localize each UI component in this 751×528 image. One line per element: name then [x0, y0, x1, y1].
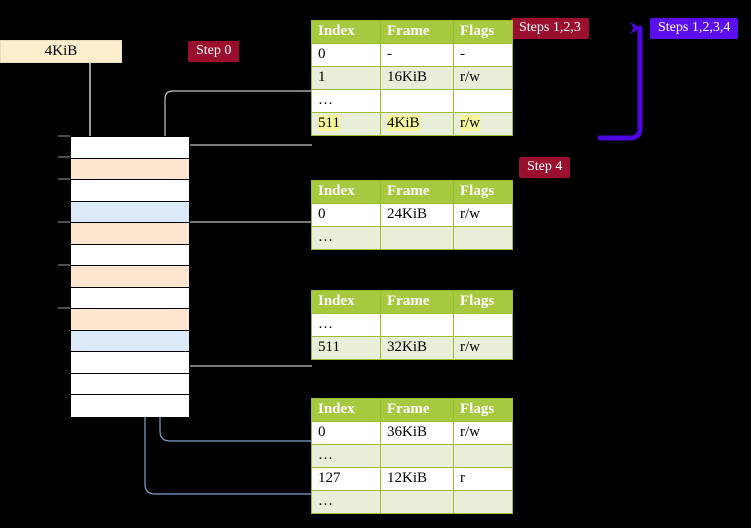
- cell-flags: [453, 444, 513, 468]
- cell-flags: r/w: [453, 421, 513, 445]
- cell-index: …: [311, 313, 381, 337]
- cell-frame: [380, 226, 454, 250]
- column-header-index: Index: [311, 398, 381, 422]
- cell-flags: r/w: [453, 112, 513, 136]
- cell-flags: -: [453, 43, 513, 67]
- highlighted-value: r/w: [460, 115, 480, 131]
- memory-tick-marks: [58, 135, 70, 309]
- cell-flags: [453, 226, 513, 250]
- memory-row: [71, 266, 189, 288]
- column-header-flags: Flags: [453, 398, 513, 422]
- highlighted-value: 511: [318, 115, 340, 131]
- badge-steps-1234: Steps 1,2,3,4: [650, 18, 739, 39]
- memory-row: [71, 180, 189, 202]
- column-header-flags: Flags: [453, 180, 513, 204]
- column-header-flags: Flags: [453, 290, 513, 314]
- cell-index: 0: [311, 43, 381, 67]
- cell-frame: [380, 313, 454, 337]
- badge-step-0: Step 0: [188, 41, 240, 62]
- wire-table3-row511-to-memory: [173, 314, 312, 367]
- cell-frame: [380, 490, 454, 514]
- cell-frame: 24KiB: [380, 203, 454, 227]
- memory-size-label: 4KiB: [0, 40, 122, 63]
- cell-index: 127: [311, 467, 381, 491]
- table-row: …: [311, 89, 513, 113]
- memory-row: [71, 373, 189, 395]
- cell-flags: r: [453, 467, 513, 491]
- cell-index: 1: [311, 66, 381, 90]
- memory-row: [71, 330, 189, 352]
- cell-index: …: [311, 89, 381, 113]
- cell-flags: [453, 490, 513, 514]
- cell-index: 511: [311, 112, 381, 136]
- memory-row: [71, 395, 189, 417]
- column-header-index: Index: [311, 180, 381, 204]
- column-header-frame: Frame: [380, 398, 454, 422]
- cell-index: …: [311, 226, 381, 250]
- cell-frame: 16KiB: [380, 66, 454, 90]
- cell-flags: r/w: [453, 203, 513, 227]
- column-header-frame: Frame: [380, 20, 454, 44]
- memory-row: [71, 244, 189, 266]
- cell-frame: [380, 89, 454, 113]
- cell-flags: [453, 89, 513, 113]
- memory-row: [71, 352, 189, 374]
- column-header-index: Index: [311, 290, 381, 314]
- table-row: …: [311, 226, 513, 250]
- column-header-frame: Frame: [380, 180, 454, 204]
- table-row: …: [311, 490, 513, 514]
- column-header-frame: Frame: [380, 290, 454, 314]
- cell-index: …: [311, 444, 381, 468]
- column-header-flags: Flags: [453, 20, 513, 44]
- memory-row: [71, 287, 189, 309]
- badge-step-4: Step 4: [519, 157, 571, 178]
- column-header-index: Index: [311, 20, 381, 44]
- cell-frame: 12KiB: [380, 467, 454, 491]
- cell-frame: 4KiB: [380, 112, 454, 136]
- cell-flags: r/w: [453, 66, 513, 90]
- cell-index: 0: [311, 421, 381, 445]
- cell-frame: 36KiB: [380, 421, 454, 445]
- highlighted-value: 4KiB: [387, 115, 420, 131]
- memory-row: [71, 201, 189, 223]
- cell-index: …: [311, 490, 381, 514]
- cell-frame: -: [380, 43, 454, 67]
- wire-table2-row0-to-memory: [179, 221, 312, 256]
- cell-index: 511: [311, 336, 381, 360]
- memory-row: [71, 309, 189, 331]
- memory-row: [71, 137, 189, 159]
- physical-memory-column: [70, 136, 190, 417]
- table-row: 0--: [311, 43, 513, 67]
- cell-frame: 32KiB: [380, 336, 454, 360]
- memory-row: [71, 223, 189, 245]
- cell-frame: [380, 444, 454, 468]
- cell-flags: r/w: [453, 336, 513, 360]
- cell-flags: [453, 313, 513, 337]
- memory-row: [71, 158, 189, 180]
- table-row: …: [311, 313, 513, 337]
- cell-index: 0: [311, 203, 381, 227]
- steps-bracket-arrow: [597, 22, 643, 141]
- table-row: 511 4KiB r/w: [311, 112, 513, 136]
- badge-steps-123: Steps 1,2,3: [511, 18, 589, 39]
- table-row: …: [311, 444, 513, 468]
